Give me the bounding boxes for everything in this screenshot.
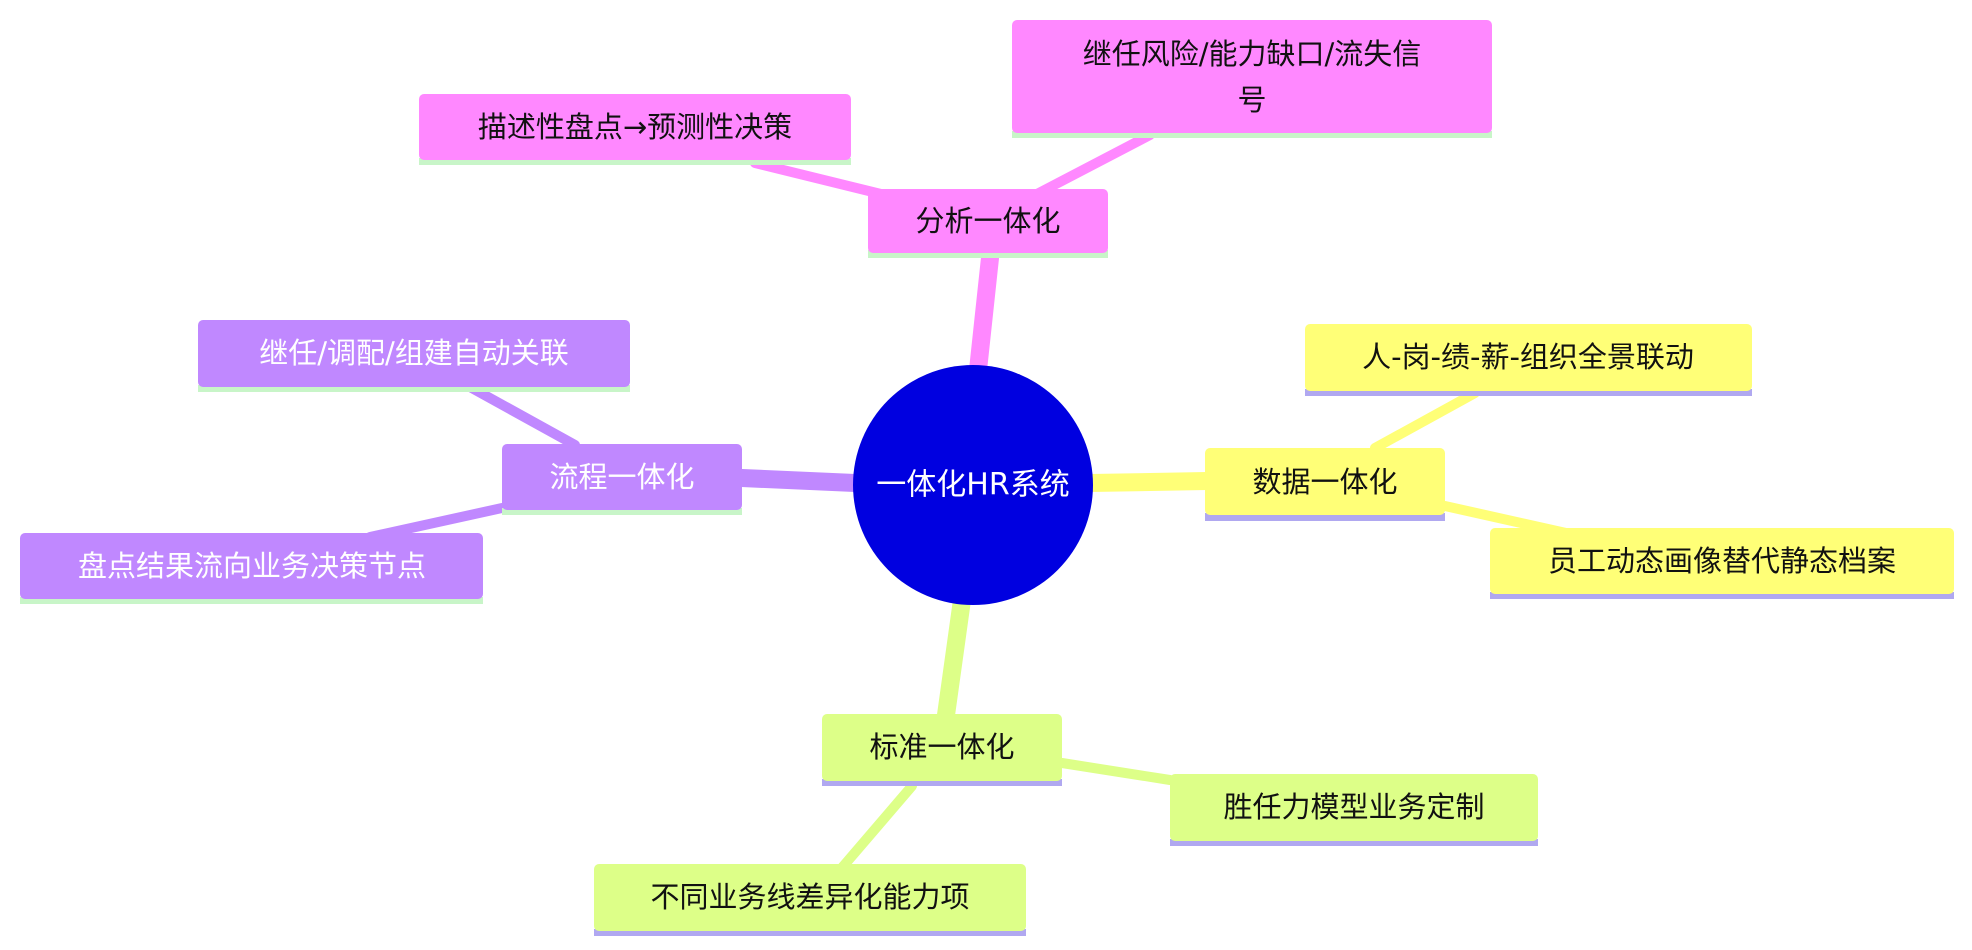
connector-data-child-1 <box>1370 388 1480 453</box>
leaf-standard-2-label: 不同业务线差异化能力项 <box>650 880 969 914</box>
leaf-process-1-underline <box>198 385 630 392</box>
leaf-process-1-box <box>198 320 630 387</box>
branch-process[interactable]: 流程一体化 <box>502 444 742 515</box>
center-label: 一体化HR系统 <box>876 468 1069 503</box>
connector-standard-child-1 <box>1057 758 1175 785</box>
leaf-standard-1[interactable]: 胜任力模型业务定制 <box>1170 774 1538 846</box>
branch-data-label: 数据一体化 <box>1252 465 1397 499</box>
branch-standard-label: 标准一体化 <box>869 730 1014 764</box>
branch-standard-box <box>822 714 1062 781</box>
leaf-analysis-2-box <box>1012 20 1492 133</box>
leaf-analysis-2[interactable]: 继任风险/能力缺口/流失信 号 <box>1012 20 1492 138</box>
center-circle <box>853 365 1093 605</box>
branch-analysis-underline <box>868 250 1108 258</box>
leaf-process-2-box <box>20 533 483 599</box>
connector-center-data <box>1081 472 1216 492</box>
leaf-data-1-underline <box>1305 389 1752 396</box>
leaf-process-1[interactable]: 继任/调配/组建自动关联 <box>198 320 630 392</box>
leaf-analysis-1-label: 描述性盘点→预测性决策 <box>478 110 792 144</box>
leaf-standard-2-box <box>594 864 1026 931</box>
connector-center-standard <box>937 591 971 724</box>
leaf-analysis-1-underline <box>419 158 851 165</box>
branch-analysis-box <box>868 189 1108 253</box>
branch-process-underline <box>502 508 742 515</box>
leaf-process-1-label: 继任/调配/组建自动关联 <box>259 336 569 370</box>
leaf-standard-1-underline <box>1170 839 1538 846</box>
connector-analysis-child-1 <box>750 158 890 200</box>
leaf-analysis-1[interactable]: 描述性盘点→预测性决策 <box>419 94 851 165</box>
leaf-process-2[interactable]: 盘点结果流向业务决策节点 <box>20 533 483 604</box>
leaf-analysis-2-underline <box>1012 131 1492 138</box>
branch-analysis-label: 分析一体化 <box>915 204 1060 238</box>
branch-data-box <box>1205 448 1445 515</box>
leaf-standard-2-underline <box>594 929 1026 936</box>
branch-data-underline <box>1205 513 1445 521</box>
connector-process-child-2 <box>365 503 507 542</box>
connectors <box>365 130 1580 875</box>
leaf-standard-1-label: 胜任力模型业务定制 <box>1223 790 1484 824</box>
connector-process-child-1 <box>465 382 580 450</box>
leaf-analysis-2-label-line2: 号 <box>1237 83 1266 117</box>
leaf-standard-1-box <box>1170 774 1538 841</box>
branch-data[interactable]: 数据一体化 <box>1205 448 1445 521</box>
leaf-data-2[interactable]: 员工动态画像替代静态档案 <box>1490 528 1954 599</box>
leaf-process-2-underline <box>20 597 483 604</box>
branch-standard-underline <box>822 779 1062 786</box>
leaf-analysis-2-label: 继任风险/能力缺口/流失信 <box>1083 37 1422 71</box>
center-node[interactable]: 一体化HR系统 <box>853 365 1093 605</box>
leaf-data-1-box <box>1305 324 1752 391</box>
leaf-analysis-1-box <box>419 94 851 160</box>
branch-process-box <box>502 444 742 510</box>
connector-center-analysis <box>969 249 999 379</box>
connector-analysis-child-2 <box>1030 130 1155 200</box>
connector-center-process <box>733 469 864 492</box>
branch-analysis[interactable]: 分析一体化 <box>868 189 1108 258</box>
branch-standard[interactable]: 标准一体化 <box>822 714 1062 786</box>
leaf-data-2-underline <box>1490 592 1954 599</box>
branch-process-label: 流程一体化 <box>549 460 694 494</box>
leaf-data-1[interactable]: 人-岗-绩-薪-组织全景联动 <box>1305 324 1752 396</box>
leaf-data-2-box <box>1490 528 1954 594</box>
leaf-data-2-label: 员工动态画像替代静态档案 <box>1548 544 1896 578</box>
leaf-standard-2[interactable]: 不同业务线差异化能力项 <box>594 864 1026 936</box>
connector-standard-child-2 <box>835 781 917 875</box>
leaf-data-1-label: 人-岗-绩-薪-组织全景联动 <box>1362 340 1694 374</box>
leaf-process-2-label: 盘点结果流向业务决策节点 <box>78 549 426 583</box>
